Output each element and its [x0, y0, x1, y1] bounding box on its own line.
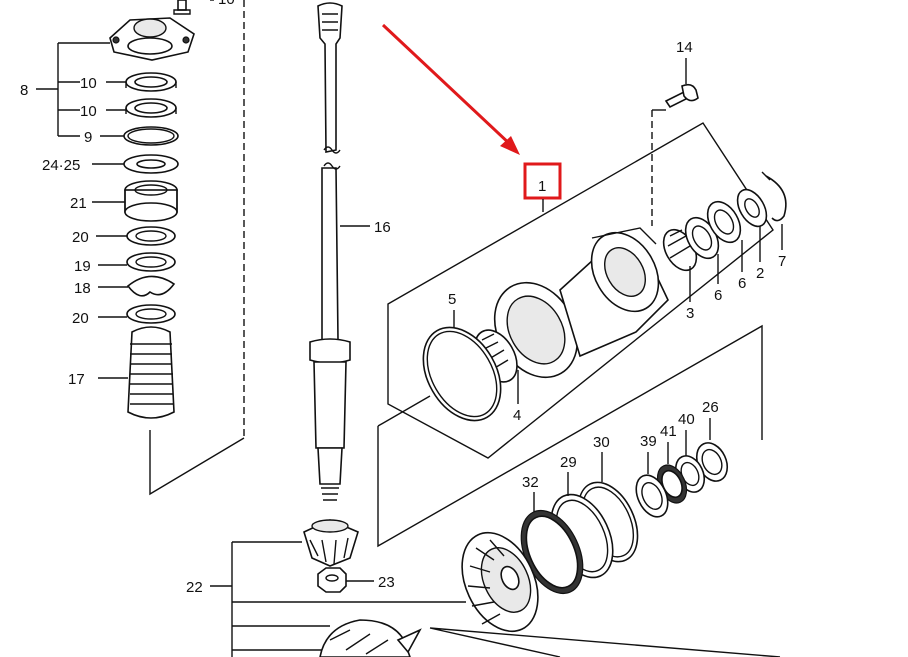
washer-24-25 — [123, 154, 179, 174]
seal-6-b: 6 — [706, 200, 746, 292]
washer-2: 2 — [736, 188, 768, 282]
label-21: 21 — [70, 195, 87, 212]
o-ring-9 — [123, 126, 179, 146]
pinion-gear — [303, 519, 359, 567]
bracket-22: 22 — [186, 541, 781, 657]
bearing-21 — [124, 180, 178, 222]
label-19: 19 — [74, 258, 91, 275]
left-part-stack: 10 — [20, 0, 245, 496]
label-5: 5 — [448, 291, 456, 308]
label-39: 39 — [640, 433, 657, 450]
label-22: 22 — [186, 579, 203, 596]
ring-19 — [126, 252, 176, 272]
label-7: 7 — [778, 253, 786, 270]
circlip-7: 7 — [761, 171, 787, 270]
seal-10-lower — [125, 98, 177, 118]
label-10-a: 10 — [80, 75, 97, 92]
label-4: 4 — [513, 407, 521, 424]
boot-17 — [127, 326, 175, 419]
label-9: 9 — [84, 129, 92, 146]
bolt-14: 14 — [651, 39, 699, 226]
ring-20-upper — [126, 226, 176, 246]
top-bolt — [173, 0, 191, 15]
label-30: 30 — [593, 434, 610, 451]
label-29: 29 — [560, 454, 577, 471]
label-10-b: 10 — [80, 103, 97, 120]
label-3: 3 — [686, 305, 694, 322]
label-6-a: 6 — [714, 287, 722, 304]
shim-26: 26 — [695, 399, 729, 482]
label-6-b: 6 — [738, 275, 746, 292]
highlight-box — [523, 162, 562, 200]
ring-20-lower — [126, 304, 176, 324]
assembly-outline — [377, 122, 774, 548]
label-26: 26 — [702, 399, 719, 416]
label-2: 2 — [756, 265, 764, 282]
drive-shaft: 16 — [309, 2, 391, 501]
label-17: 17 — [68, 371, 85, 388]
washer-39: 39 — [635, 433, 669, 518]
label-8: 8 — [20, 82, 28, 99]
label-32: 32 — [522, 474, 539, 491]
label-10-top: 10 — [218, 0, 235, 8]
highlight-arrow — [381, 23, 520, 155]
thrust-bearing-32: 32 — [520, 474, 584, 595]
label-24-25: 24·25 — [42, 157, 80, 174]
label-14: 14 — [676, 39, 693, 56]
bevel-gear-bottom — [319, 619, 422, 657]
label-41: 41 — [660, 423, 677, 440]
label-20-b: 20 — [72, 310, 89, 327]
label-1: 1 — [538, 178, 546, 195]
o-ring-5: 5 — [422, 291, 502, 422]
label-16: 16 — [374, 219, 391, 236]
label-40: 40 — [678, 411, 695, 428]
clip-18 — [126, 275, 176, 297]
nut-23: 23 — [317, 567, 395, 593]
pump-housing — [109, 17, 195, 61]
label-23: 23 — [378, 574, 395, 591]
label-18: 18 — [74, 280, 91, 297]
seal-10-upper — [125, 72, 177, 92]
label-20-a: 20 — [72, 229, 89, 246]
bevel-gear-large — [461, 531, 539, 633]
